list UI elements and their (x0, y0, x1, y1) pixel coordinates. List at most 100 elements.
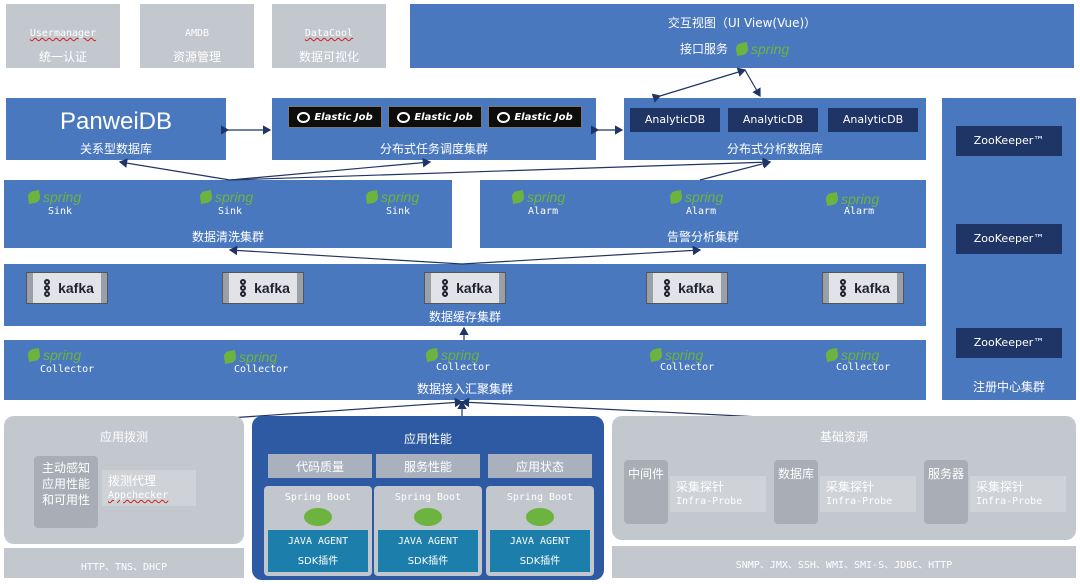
perf-col-code-quality: 代码质量 (268, 454, 372, 478)
perf-col-app-status: 应用状态 (488, 454, 592, 478)
alarm-label-1: Alarm (528, 206, 559, 217)
usermanager-label: Usermanager (29, 28, 97, 39)
perf-card-2: Spring Boot JAVA AGENT SDK插件 (374, 486, 482, 576)
arrow-kafka-sink (228, 245, 463, 265)
spring-logo: spring (825, 192, 879, 206)
ui-view-title: 交互视图（UI View(Vue)） (667, 16, 817, 30)
spring-boot-label: Spring Boot (506, 492, 574, 503)
interface-service-label: 接口服务 (680, 42, 729, 56)
elastic-job-logo-1: Elastic Job (288, 106, 382, 128)
app-performance-section: 应用性能 代码质量 服务性能 应用状态 Spring Boot JAVA AGE… (252, 416, 604, 580)
spring-logo: spring (365, 190, 419, 204)
analyticdb-3: AnalyticDB (828, 108, 918, 132)
appchecker-label: 拨测代理 (108, 474, 157, 488)
alarm-cluster-box: spring Alarm spring Alarm spring Alarm 告… (480, 180, 926, 248)
zookeeper-node-1: ZooKeeper™ (956, 126, 1062, 156)
panweidb-sub: 关系型数据库 (79, 142, 152, 156)
kafka-node-5: kafka (822, 272, 904, 304)
kafka-icon (438, 279, 452, 297)
kafka-node-1: kafka (26, 272, 108, 304)
elastic-job-box: Elastic Job Elastic Job Elastic Job 分布式任… (272, 98, 596, 160)
infra-section: 基础资源 中间件 采集探针 Infra-Probe 数据库 采集探针 Infra… (612, 416, 1076, 540)
spring-boot-icon (414, 508, 442, 526)
spring-logo: spring (223, 350, 277, 364)
alarm-cluster-sub: 告警分析集群 (666, 230, 739, 244)
java-agent-box: JAVA AGENT SDK插件 (490, 530, 590, 572)
app-probe-protocols-text: HTTP、TNS、DHCP (80, 562, 168, 573)
usermanager-box: Usermanager 统一认证 (6, 4, 120, 68)
arrow-ui-analytic (744, 69, 761, 98)
zookeeper-cluster-sub: 注册中心集群 (972, 380, 1045, 394)
appchecker-box: 拨测代理 Appchecker (102, 470, 196, 506)
app-probe-title: 应用拨测 (99, 430, 148, 444)
collector-label-5: Collector (836, 362, 891, 373)
infra-title: 基础资源 (819, 430, 868, 444)
elastic-job-icon (397, 111, 411, 123)
infra-probe-database: 采集探针 Infra-Probe (820, 476, 916, 512)
datacool-label: DataCool (304, 28, 354, 39)
kafka-icon (660, 279, 674, 297)
kafka-node-2: kafka (222, 272, 304, 304)
elastic-job-logo-2: Elastic Job (388, 106, 482, 128)
arrow-alarm-analytic (699, 159, 772, 181)
spring-boot-icon (304, 508, 332, 526)
amdb-sub: 资源管理 (172, 50, 221, 64)
spring-boot-label: Spring Boot (284, 492, 352, 503)
kafka-cluster-sub: 数据缓存集群 (428, 310, 501, 324)
elastic-job-logo-3: Elastic Job (488, 106, 582, 128)
panweidb-box: PanweiDB 关系型数据库 (6, 98, 226, 160)
app-probe-desc: 主动感知应用性能和可用性 (34, 456, 98, 528)
collector-label-4: Collector (660, 362, 715, 373)
java-agent-box: JAVA AGENT SDK插件 (268, 530, 368, 572)
spring-logo: spring (511, 190, 565, 204)
analyticdb-box: AnalyticDB AnalyticDB AnalyticDB 分布式分析数据… (624, 98, 926, 160)
amdb-box: AMDB 资源管理 (140, 4, 254, 68)
spring-logo: spring (669, 190, 723, 204)
arrow-sink-analytic (229, 157, 772, 181)
kafka-icon (836, 279, 850, 297)
amdb-label: AMDB (184, 28, 210, 39)
datacool-box: DataCool 数据可视化 (272, 4, 386, 68)
infra-middleware-label: 中间件 (624, 460, 668, 524)
sink-label-3: Sink (386, 206, 411, 217)
analyticdb-1: AnalyticDB (630, 108, 720, 132)
datacool-sub: 数据可视化 (298, 50, 359, 64)
infra-probe-middleware: 采集探针 Infra-Probe (670, 476, 766, 512)
infra-probe-server: 采集探针 Infra-Probe (970, 476, 1066, 512)
analyticdb-2: AnalyticDB (728, 108, 818, 132)
appchecker-name: Appchecker (108, 490, 169, 501)
collector-cluster-sub: 数据接入汇聚集群 (416, 382, 513, 396)
spring-boot-label: Spring Boot (394, 492, 462, 503)
collector-label-3: Collector (436, 362, 491, 373)
infra-database-label: 数据库 (774, 460, 818, 524)
kafka-cluster-box: kafka kafka kafka kafka kafka 数据缓存集群 (4, 264, 926, 326)
spring-logo: spring (735, 42, 789, 56)
perf-col-service-perf: 服务性能 (376, 454, 480, 478)
sink-cluster-sub: 数据清洗集群 (191, 230, 264, 244)
collector-label-2: Collector (234, 364, 289, 375)
spring-boot-icon (526, 508, 554, 526)
collector-cluster-box: spring Collector spring Collector spring… (4, 340, 926, 400)
arrow-analytic-ui (651, 67, 747, 103)
spring-logo: spring (425, 348, 479, 362)
app-probe-section: 应用拨测 主动感知应用性能和可用性 拨测代理 Appchecker (4, 416, 244, 544)
app-performance-title: 应用性能 (403, 432, 452, 446)
infra-protocols: SNMP、JMX、SSH、WMI、SMI-S、JDBC、HTTP (612, 546, 1076, 578)
elastic-job-icon (297, 111, 311, 123)
java-agent-box: JAVA AGENT SDK插件 (378, 530, 478, 572)
sink-label-1: Sink (48, 206, 73, 217)
sink-cluster-box: spring Sink spring Sink spring Sink 数据清洗… (4, 180, 452, 248)
alarm-label-3: Alarm (844, 206, 875, 217)
spring-logo: spring (649, 348, 703, 362)
zookeeper-node-3: ZooKeeper™ (956, 328, 1062, 358)
kafka-icon (236, 279, 250, 297)
collector-label-1: Collector (40, 364, 95, 375)
arrow-sink-elastic (229, 157, 432, 181)
usermanager-sub: 统一认证 (38, 50, 87, 64)
infra-protocols-text: SNMP、JMX、SSH、WMI、SMI-S、JDBC、HTTP (735, 560, 953, 571)
arrow-probe-collector (199, 397, 464, 421)
alarm-label-2: Alarm (686, 206, 717, 217)
sink-label-2: Sink (218, 206, 243, 217)
infra-server-label: 服务器 (924, 460, 968, 524)
